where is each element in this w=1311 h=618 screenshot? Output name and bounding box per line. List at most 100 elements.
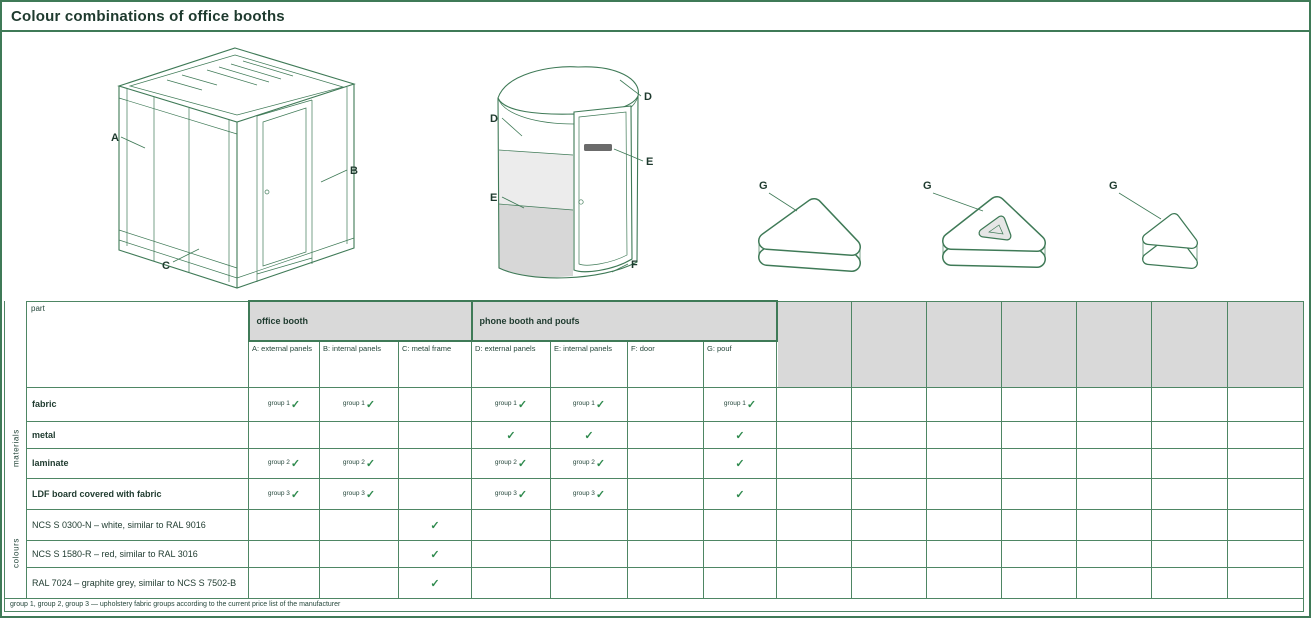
label-G-2: G [923,180,932,192]
check-cell-G: ✓ [703,420,777,449]
check-mark: ✓ [746,399,757,411]
check-cell-B: group 3✓ [319,477,399,510]
check-cell-E: group 2✓ [550,447,628,479]
empty-cell [1001,447,1077,479]
check-mark: ✓ [735,488,745,501]
column-header-G: G: pouf [703,340,777,388]
group-note: group 1 [494,400,517,407]
empty-cell [776,477,852,510]
row-label: NCS S 1580-R – red, similar to RAL 3016 [26,539,249,568]
group-note: group 1 [267,400,290,407]
empty-cell [776,508,852,541]
table-row: RAL 7024 – graphite grey, similar to NCS… [5,566,1304,599]
label-A: A [111,132,119,144]
group-note: group 1 [723,400,746,407]
empty-cell [851,566,927,599]
check-mark: ✓ [430,577,440,590]
check-cell-B: group 2✓ [319,447,399,479]
check-cell-F [627,386,704,422]
check-mark: ✓ [595,458,606,470]
check-cell-C [398,420,472,449]
label-E-left: E [490,192,497,204]
empty-cell [1076,508,1152,541]
label-G-3: G [1109,180,1118,192]
empty-column-header [1151,300,1228,388]
check-cell-B [319,566,399,599]
group-note: group 1 [342,400,365,407]
empty-cell [1076,447,1152,479]
empty-cell [1001,566,1077,599]
empty-cell [1227,477,1304,510]
row-label: LDF board covered with fabric [26,477,249,510]
empty-cell [926,477,1002,510]
row-group-colours: colours [4,509,27,598]
empty-cell [1151,539,1228,568]
empty-cell [1227,386,1304,422]
empty-cell [926,539,1002,568]
label-G-1: G [759,180,768,192]
label-C: C [162,260,170,272]
row-label: laminate [26,447,249,479]
check-cell-F [627,539,704,568]
footnote-row: group 1, group 2, group 3 — upholstery f… [4,597,1304,612]
check-cell-A: group 2✓ [248,447,320,479]
check-cell-F [627,447,704,479]
check-mark: ✓ [506,429,516,442]
check-cell-D [471,539,551,568]
booth-frame-drawing: A B C [111,47,358,289]
empty-cell [776,447,852,479]
check-mark: ✓ [584,429,594,442]
check-mark: ✓ [517,488,528,501]
check-cell-E: group 3✓ [550,477,628,510]
empty-cell [926,566,1002,599]
column-group-header-2: phone booth and poufs [470,300,778,342]
empty-column-header [926,300,1002,388]
empty-cell [1151,566,1228,599]
empty-cell [851,447,927,479]
check-cell-C: ✓ [398,566,472,599]
check-cell-D [471,566,551,599]
corner-part-label: part [26,300,249,388]
check-cell-C [398,477,472,510]
check-mark: ✓ [595,488,606,501]
table-row: LDF board covered with fabric group 3✓ gro… [5,477,1304,510]
check-cell-A [248,539,320,568]
check-mark: ✓ [430,519,440,532]
check-cell-C: ✓ [398,508,472,541]
group-note: group 2 [494,459,517,466]
check-cell-B [319,508,399,541]
check-mark: ✓ [735,458,745,470]
check-cell-D: ✓ [471,420,551,449]
row-label: NCS S 0300-N – white, similar to RAL 901… [26,508,249,541]
empty-cell [851,420,927,449]
label-B: B [350,165,358,177]
check-mark: ✓ [735,429,745,442]
check-cell-F [627,508,704,541]
empty-cell [776,539,852,568]
poufs-drawing: G G G [758,180,1198,272]
drawings-area: A B C D D E E F [2,32,1309,300]
empty-cell [1076,420,1152,449]
check-mark: ✓ [290,399,301,411]
column-header-D: D: external panels [471,340,551,388]
group-note: group 2 [572,459,595,466]
check-cell-B: group 1✓ [319,386,399,422]
column-header-A: A: external panels [248,340,320,388]
empty-cell [1076,386,1152,422]
check-cell-B [319,539,399,568]
phone-booth-drawing: D D E E F [490,66,653,279]
label-D-right: D [644,91,652,103]
empty-cell [1001,508,1077,541]
empty-cell [926,386,1002,422]
column-header-B: B: internal panels [319,340,399,388]
empty-cell [1227,566,1304,599]
check-mark: ✓ [365,399,376,411]
empty-cell [851,508,927,541]
empty-cell [1076,566,1152,599]
empty-cell [776,386,852,422]
label-E-right: E [646,156,653,168]
column-group-header-1: office booth [247,300,473,342]
